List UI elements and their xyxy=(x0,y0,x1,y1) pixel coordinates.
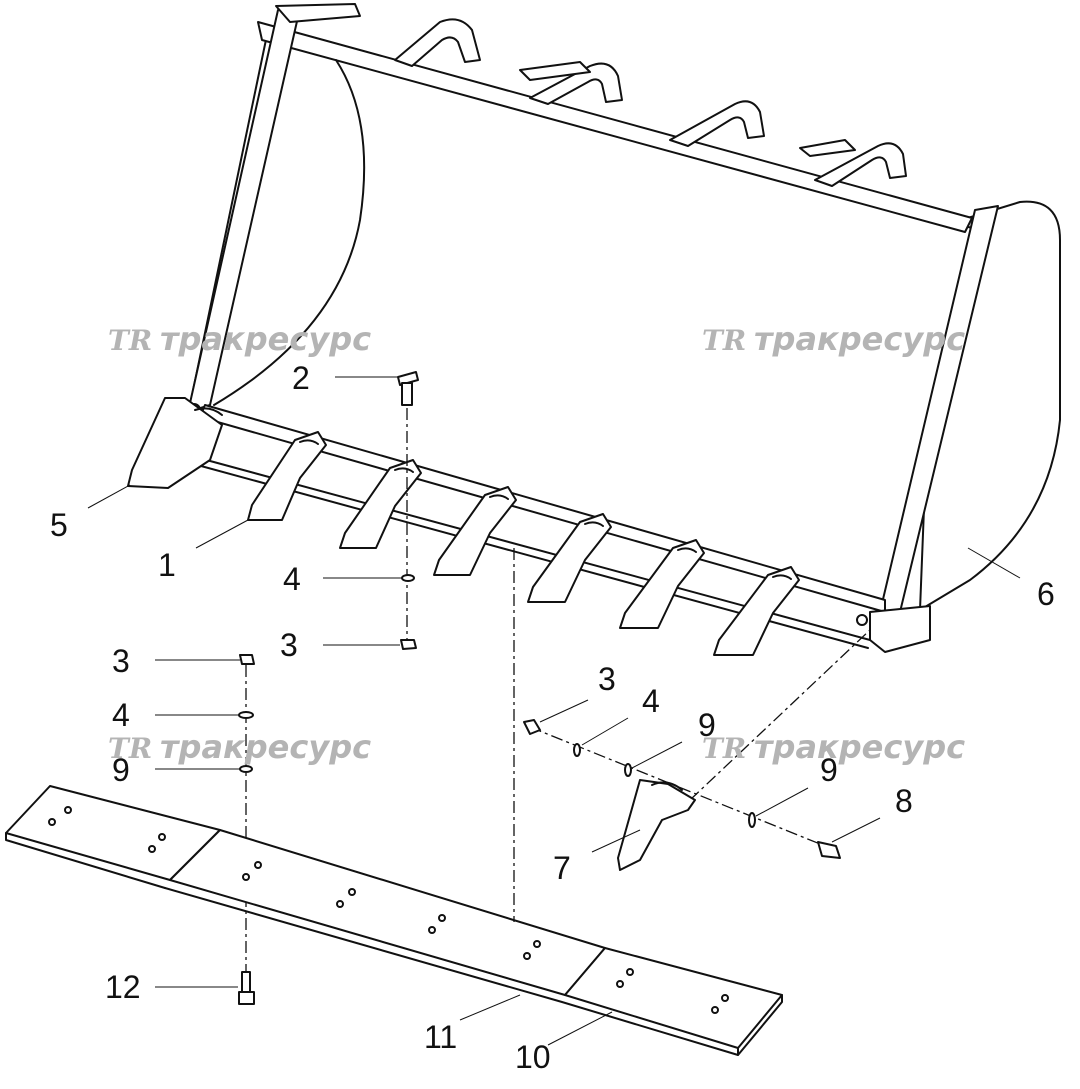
watermark-bottom-right: TR тракресурс xyxy=(702,728,965,766)
watermark-logo: TR xyxy=(702,324,746,357)
watermark-logo: TR xyxy=(108,732,152,765)
callout-6: 6 xyxy=(1037,576,1055,612)
callout-9-right-upper: 9 xyxy=(698,707,716,743)
callout-3-left: 3 xyxy=(112,643,130,679)
watermark-text: тракресурс xyxy=(754,320,965,358)
left-fastener-stack xyxy=(238,654,255,1005)
bucket-body xyxy=(187,3,1061,653)
callout-10: 10 xyxy=(515,1039,551,1075)
bolt-2-assembly xyxy=(397,371,419,650)
watermark-text: тракресурс xyxy=(160,728,371,766)
corner-tooth-right-assembly xyxy=(523,629,871,871)
callout-labels: 5 1 2 4 3 3 4 9 12 11 10 6 3 4 9 9 8 7 xyxy=(50,360,1055,1075)
watermark-text: тракресурс xyxy=(160,320,371,358)
watermark-text: тракресурс xyxy=(754,728,965,766)
watermark-logo: TR xyxy=(108,324,152,357)
teeth-row xyxy=(247,431,800,656)
callout-5: 5 xyxy=(50,507,68,543)
leader-lines xyxy=(87,376,1021,1046)
callout-3-right: 3 xyxy=(598,661,616,697)
corner-tooth-left xyxy=(127,397,223,489)
watermark-top-right: TR тракресурс xyxy=(702,320,965,358)
callout-4-upper: 4 xyxy=(283,561,301,597)
callout-12: 12 xyxy=(105,969,141,1005)
callout-9-left: 9 xyxy=(112,752,130,788)
cutting-edge-segments xyxy=(5,785,783,1056)
callout-2: 2 xyxy=(292,360,310,396)
callout-9-right-lower: 9 xyxy=(820,752,838,788)
callout-1: 1 xyxy=(158,547,176,583)
callout-8: 8 xyxy=(895,783,913,819)
callout-11: 11 xyxy=(424,1019,457,1055)
watermark-logo: TR xyxy=(702,732,746,765)
callout-7: 7 xyxy=(553,850,571,886)
callout-4-left: 4 xyxy=(112,697,130,733)
callout-3-upper: 3 xyxy=(280,627,298,663)
watermark-bottom-left: TR тракресурс xyxy=(108,728,371,766)
watermark-top-left: TR тракресурс xyxy=(108,320,371,358)
callout-4-right: 4 xyxy=(642,683,660,719)
